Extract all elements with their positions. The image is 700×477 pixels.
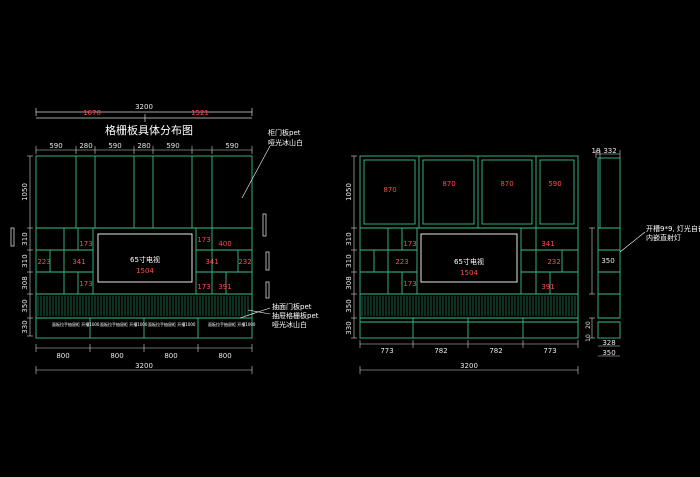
right-dim-3: 10 — [585, 334, 592, 342]
top-width-2: 280 — [79, 142, 92, 150]
cell-value-b: 400 — [218, 240, 231, 248]
upper-width-3: 870 — [500, 180, 513, 188]
middle-tv-label: 65寸电视 — [454, 257, 484, 266]
upper-width-1: 870 — [383, 186, 396, 194]
right-section-dims — [589, 227, 620, 357]
note-bottom-line3: 哑光冰山白 — [272, 320, 307, 329]
drawer-text-3: 面板拉手抽屉柜 开槽1000 — [148, 321, 196, 327]
middle-bottom-dimension — [359, 340, 579, 374]
upper-width-2: 870 — [442, 180, 455, 188]
right-top-width-1: 18 — [592, 147, 601, 155]
right-dim-2: 20 — [585, 321, 592, 329]
mid-side-height-2: 310 — [345, 232, 353, 245]
mid-cell-b: 341 — [541, 240, 554, 248]
cell-value-g: 173 — [79, 280, 92, 288]
bottom-width-1: 800 — [56, 352, 69, 360]
right-dim-1: 350 — [601, 257, 614, 265]
mid-bottom-width-2: 782 — [434, 347, 447, 355]
left-bottom-dimension — [35, 344, 253, 374]
middle-elevation: 65寸电视 1504 870 870 870 590 173 341 223 2… — [345, 155, 579, 374]
top-width-1: 590 — [49, 142, 62, 150]
bottom-width-2: 800 — [110, 352, 123, 360]
mid-cell-f: 173 — [403, 280, 416, 288]
right-note-leader — [619, 231, 646, 253]
left-tv-label: 65寸电视 — [130, 255, 160, 264]
top-width-dimension — [35, 146, 253, 154]
right-top-width-2: 332 — [603, 147, 616, 155]
cell-value-h: 391 — [218, 283, 231, 291]
top-width-4: 280 — [137, 142, 150, 150]
drawer-text-1: 面板拉手抽屉柜 开槽1000 — [52, 321, 100, 327]
mid-side-height-4: 308 — [345, 276, 353, 289]
mid-bottom-width-3: 782 — [489, 347, 502, 355]
drawer-text-4: 面板拉手抽屉柜 开槽1000 — [208, 321, 256, 327]
mid-bottom-width-4: 773 — [543, 347, 556, 355]
mid-cell-d: 232 — [547, 258, 560, 266]
mid-cell-a: 173 — [403, 240, 416, 248]
cell-value-j: 173 — [197, 283, 210, 291]
cell-value-f: 232 — [238, 258, 251, 266]
right-note-line2: 内嵌直射灯 — [646, 233, 681, 242]
side-door-markers — [10, 213, 270, 299]
top-width-5: 590 — [166, 142, 179, 150]
bottom-total: 3200 — [135, 362, 153, 370]
side-height-6: 330 — [21, 320, 29, 333]
mid-bottom-total: 3200 — [460, 362, 478, 370]
note-bottom-leader-2 — [247, 309, 271, 315]
mid-bottom-width-1: 773 — [380, 347, 393, 355]
middle-tv-width: 1504 — [460, 269, 478, 277]
top-total-label: 3200 — [135, 103, 153, 111]
mid-side-height-5: 350 — [345, 299, 353, 312]
cell-value-a: 173 — [79, 240, 92, 248]
side-height-5: 350 — [21, 299, 29, 312]
drawing-title: 格栅板具体分布图 — [105, 123, 193, 137]
middle-tv-screen — [420, 233, 518, 283]
right-note-line1: 开槽9*9, 灯光自备 — [646, 224, 700, 233]
bottom-width-4: 800 — [218, 352, 231, 360]
note-top-line1: 柜门板pet — [268, 128, 301, 137]
drawer-text-2: 面板拉手抽屉柜 开槽1000 — [100, 321, 148, 327]
side-height-2: 310 — [21, 232, 29, 245]
top-segment-1: 1678 — [83, 109, 101, 117]
top-width-3: 590 — [108, 142, 121, 150]
mid-cell-c: 223 — [395, 258, 408, 266]
middle-side-dimension — [351, 155, 357, 339]
left-tv-screen — [97, 233, 193, 283]
cell-value-c: 223 — [37, 258, 50, 266]
right-section-frame — [597, 157, 621, 339]
mid-cell-e: 391 — [541, 283, 554, 291]
middle-grille-slats — [361, 296, 576, 316]
top-total-dimension — [35, 108, 253, 122]
side-height-3: 310 — [21, 254, 29, 267]
note-bottom-line1: 抽面门板pet — [272, 302, 312, 311]
mid-side-height-6: 330 — [345, 321, 353, 334]
mid-side-height-1: 1050 — [345, 183, 353, 201]
top-segment-2: 1521 — [191, 109, 209, 117]
side-height-4: 308 — [21, 276, 29, 289]
mid-side-height-3: 310 — [345, 254, 353, 267]
left-side-dimension — [27, 155, 33, 337]
top-width-6: 590 — [225, 142, 238, 150]
note-top-leader — [241, 145, 271, 199]
left-tv-width: 1504 — [136, 267, 154, 275]
right-dim-5: 350 — [602, 349, 615, 357]
bottom-width-3: 800 — [164, 352, 177, 360]
cell-value-d: 341 — [72, 258, 85, 266]
note-bottom-line2: 抽屉格栅板pet — [272, 311, 319, 320]
left-elevation: 3200 1678 1521 格栅板具体分布图 590 280 590 280 … — [10, 103, 319, 374]
left-grille-slats — [37, 296, 249, 316]
left-cabinet-frame — [35, 155, 253, 339]
note-top-line2: 哑光冰山白 — [268, 138, 303, 147]
right-dim-4: 328 — [602, 339, 615, 347]
note-bottom-leader-1 — [239, 307, 271, 319]
cell-value-i: 173 — [197, 236, 210, 244]
right-top-dimension — [595, 150, 621, 158]
upper-width-4: 590 — [548, 180, 561, 188]
right-section: 18 332 350 20 10 328 350 开 — [585, 147, 700, 357]
middle-cabinet-frame — [359, 155, 579, 339]
side-height-1: 1050 — [21, 183, 29, 201]
cell-value-e: 341 — [205, 258, 218, 266]
